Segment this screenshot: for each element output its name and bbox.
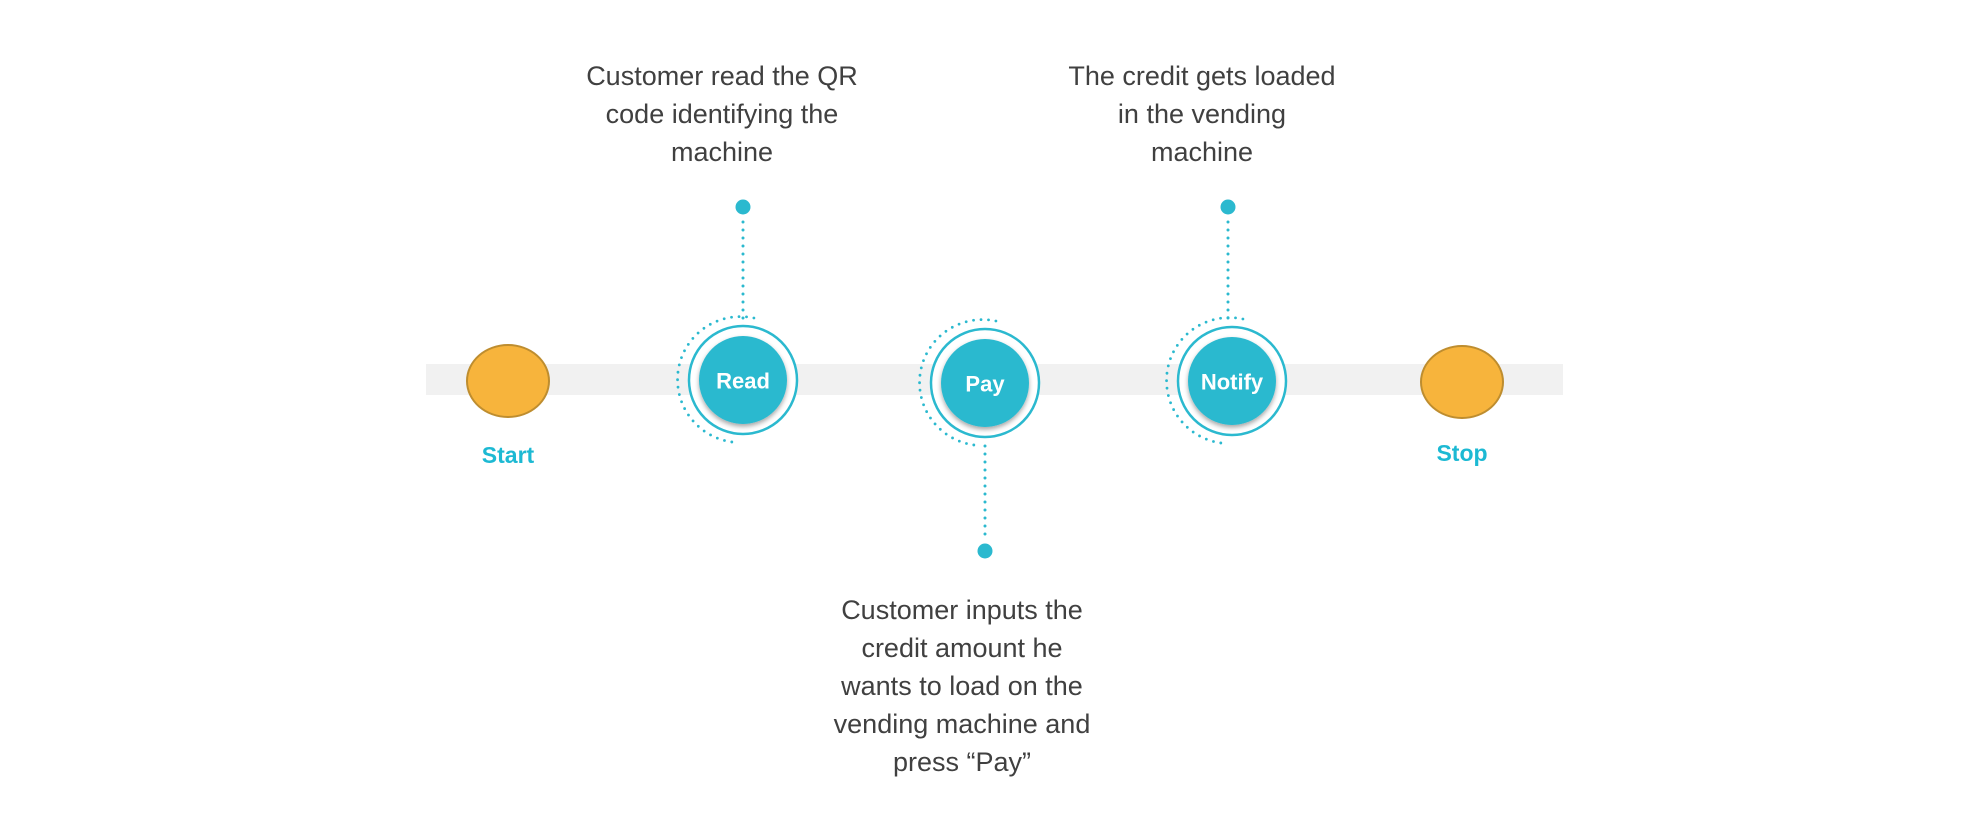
stop-label: Stop [1436,440,1488,466]
selection-dotted-ring [918,318,998,447]
start-node [466,344,550,418]
step-node-notify: Notify [1165,316,1288,445]
annotation-notify: The credit gets loaded in the vending ma… [1068,61,1336,167]
annotation-read: Customer read the QR code identifying th… [586,61,858,167]
selection-dotted-ring [676,315,756,444]
selection-dotted-ring [1165,316,1245,445]
step-circle [1188,337,1276,425]
step-node-read: Read [676,315,799,444]
stop-node [1420,345,1504,419]
step-circle [699,336,787,424]
connector-read [735,199,751,322]
connector-pay [977,444,993,559]
annotation-pay: Customer inputs the credit amount he wan… [833,595,1091,777]
step-label-read: Read [716,369,770,394]
connector-notify [1220,199,1236,322]
step-node-pay: Pay [918,318,1041,447]
connector-endpoint-dot [977,543,993,559]
step-label-pay: Pay [965,372,1005,397]
step-label-notify: Notify [1201,370,1264,395]
start-label: Start [481,442,535,468]
connector-endpoint-dot [1220,199,1236,215]
connector-endpoint-dot [735,199,751,215]
step-circle [941,339,1029,427]
